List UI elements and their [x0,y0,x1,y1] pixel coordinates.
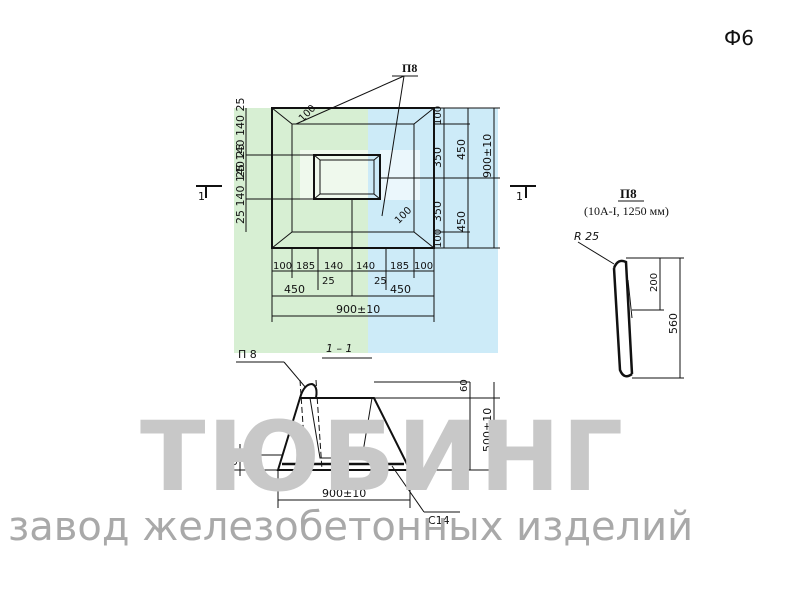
plan-right-half-1: 450 [455,139,468,160]
section-leader-label: П 8 [238,348,257,361]
plan-bottom-2: 185 [296,261,315,272]
watermark-blocks [234,108,498,353]
page-code: Ф6 [724,26,754,50]
section-view [232,357,500,513]
section-rebar-label: С14 [428,514,450,527]
plan-bottom-4: 140 [356,261,375,272]
plan-leader-label: П8 [402,61,417,75]
detail-hook-view [577,241,684,379]
plan-bottom-half-1: 450 [284,283,305,296]
plan-right-dim-4: 100 [433,229,444,248]
plan-bottom-half-2: 450 [390,283,411,296]
plan-left-dims-lower: 25 140 140 25 [234,144,247,224]
detail-subtitle: (10A-I, 1250 мм) [584,204,669,218]
plan-right-dim-2: 350 [431,147,444,168]
section-marker-left: 1 [198,190,205,203]
plan-view [196,75,536,322]
plan-bottom-3: 140 [324,261,343,272]
section-bottom-total: 900±10 [322,487,366,500]
detail-radius: R 25 [574,230,599,243]
section-dim-100: 100 [459,455,470,474]
detail-title: П8 [620,186,637,201]
plan-right-dim-3: 350 [431,201,444,222]
plan-bottom-total: 900±10 [336,303,380,316]
plan-right-total: 900±10 [481,134,494,178]
watermark-brand: ТЮБИНГ [140,401,625,513]
section-left-dim: 65 [227,452,240,466]
plan-left-dims: 25 140 140 25 [234,98,247,178]
plan-bottom-5: 185 [390,261,409,272]
section-dim-400: 400 [457,425,470,446]
section-marker-right: 1 [516,190,523,203]
section-dim-60: 60 [459,379,470,392]
plan-bottom-1: 100 [273,261,292,272]
watermark-tagline: завод железобетонных изделий [8,504,693,550]
plan-bottom-small-1: 25 [322,276,335,287]
detail-dim-long: 560 [667,313,680,334]
plan-right-half-2: 450 [455,211,468,232]
section-right-total: 500±10 [481,408,494,452]
plan-right-dim-1: 100 [433,106,444,125]
plan-bottom-6: 100 [414,261,433,272]
section-title: 1 – 1 [326,342,353,355]
detail-dim-short: 200 [649,273,660,292]
plan-bottom-small-2: 25 [374,276,387,287]
